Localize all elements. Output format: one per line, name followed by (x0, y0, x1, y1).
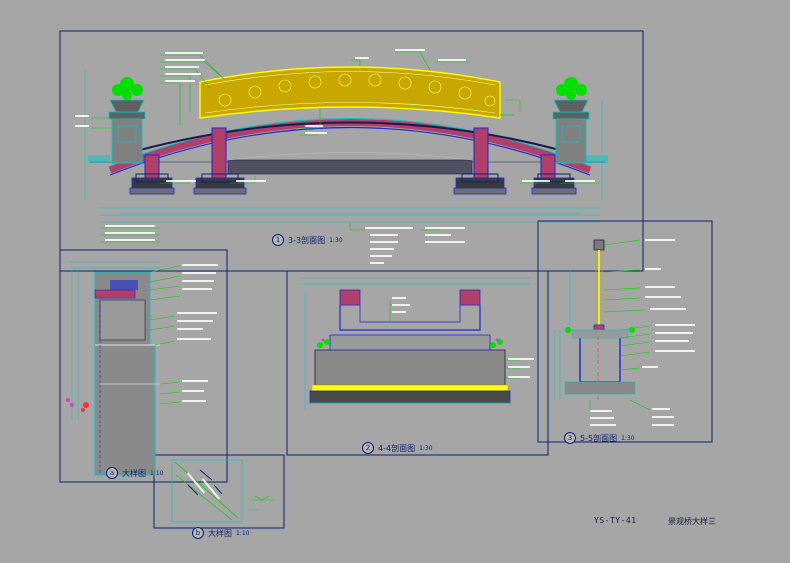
view-a-detail (66, 261, 218, 476)
view-scale: 1:30 (329, 236, 343, 244)
view-title-a: a 大样图 1:10 (106, 467, 163, 479)
view-scale: 1:30 (419, 444, 433, 452)
frame-view-b (153, 454, 285, 529)
frame-view-a (59, 249, 228, 483)
sheet-code: YS-TY-41 (594, 516, 637, 525)
view-title-2: 2 4-4剖面图 1:30 (362, 442, 433, 454)
view-2-section (300, 277, 534, 410)
view-title-text: 5-5剖面图 (580, 433, 618, 443)
view-number-badge: a (106, 467, 118, 479)
view-title-text: 3-3剖面图 (288, 235, 326, 245)
frame-view-2 (286, 270, 549, 456)
view-number-badge: 2 (362, 442, 374, 454)
view-scale: 1:10 (236, 529, 250, 537)
view-title-b: b 大样图 1:10 (192, 527, 249, 539)
frame-view-3 (537, 220, 713, 443)
view-title-text: 大样图 (122, 468, 146, 478)
view-1-bridge-elevation (75, 49, 608, 264)
view-b-detail (171, 459, 275, 523)
view-title-3: 3 5-5剖面图 1:30 (564, 432, 635, 444)
view-title-text: 大样图 (208, 528, 232, 538)
view-number-badge: b (192, 527, 204, 539)
view-scale: 1:30 (621, 434, 635, 442)
view-title-1: 1 3-3剖面图 1:30 (272, 234, 343, 246)
view-title-text: 4-4剖面图 (378, 443, 416, 453)
view-number-badge: 3 (564, 432, 576, 444)
view-3-section (554, 239, 695, 426)
view-scale: 1:10 (150, 469, 164, 477)
view-number-badge: 1 (272, 234, 284, 246)
sheet-title: 景观桥大样三 (668, 517, 716, 526)
